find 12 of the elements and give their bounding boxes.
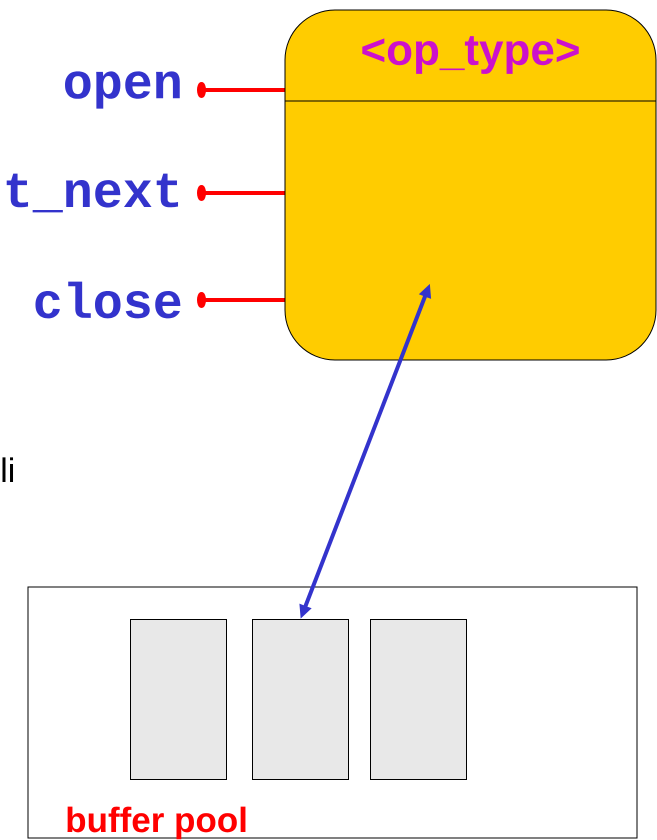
method-name: close [35,282,180,318]
page-frame [370,619,467,780]
port-connector [197,82,284,98]
buffer-pool-box: buffer pool [28,586,638,840]
page-frame [130,619,227,780]
cut-off-text: li [2,457,14,482]
method-name: t_next [6,174,178,212]
port-connector [197,292,284,308]
port-connector [197,185,284,201]
page-frame [252,619,349,780]
method-name: open [65,71,180,109]
operator-box: <op_type> [284,10,656,360]
